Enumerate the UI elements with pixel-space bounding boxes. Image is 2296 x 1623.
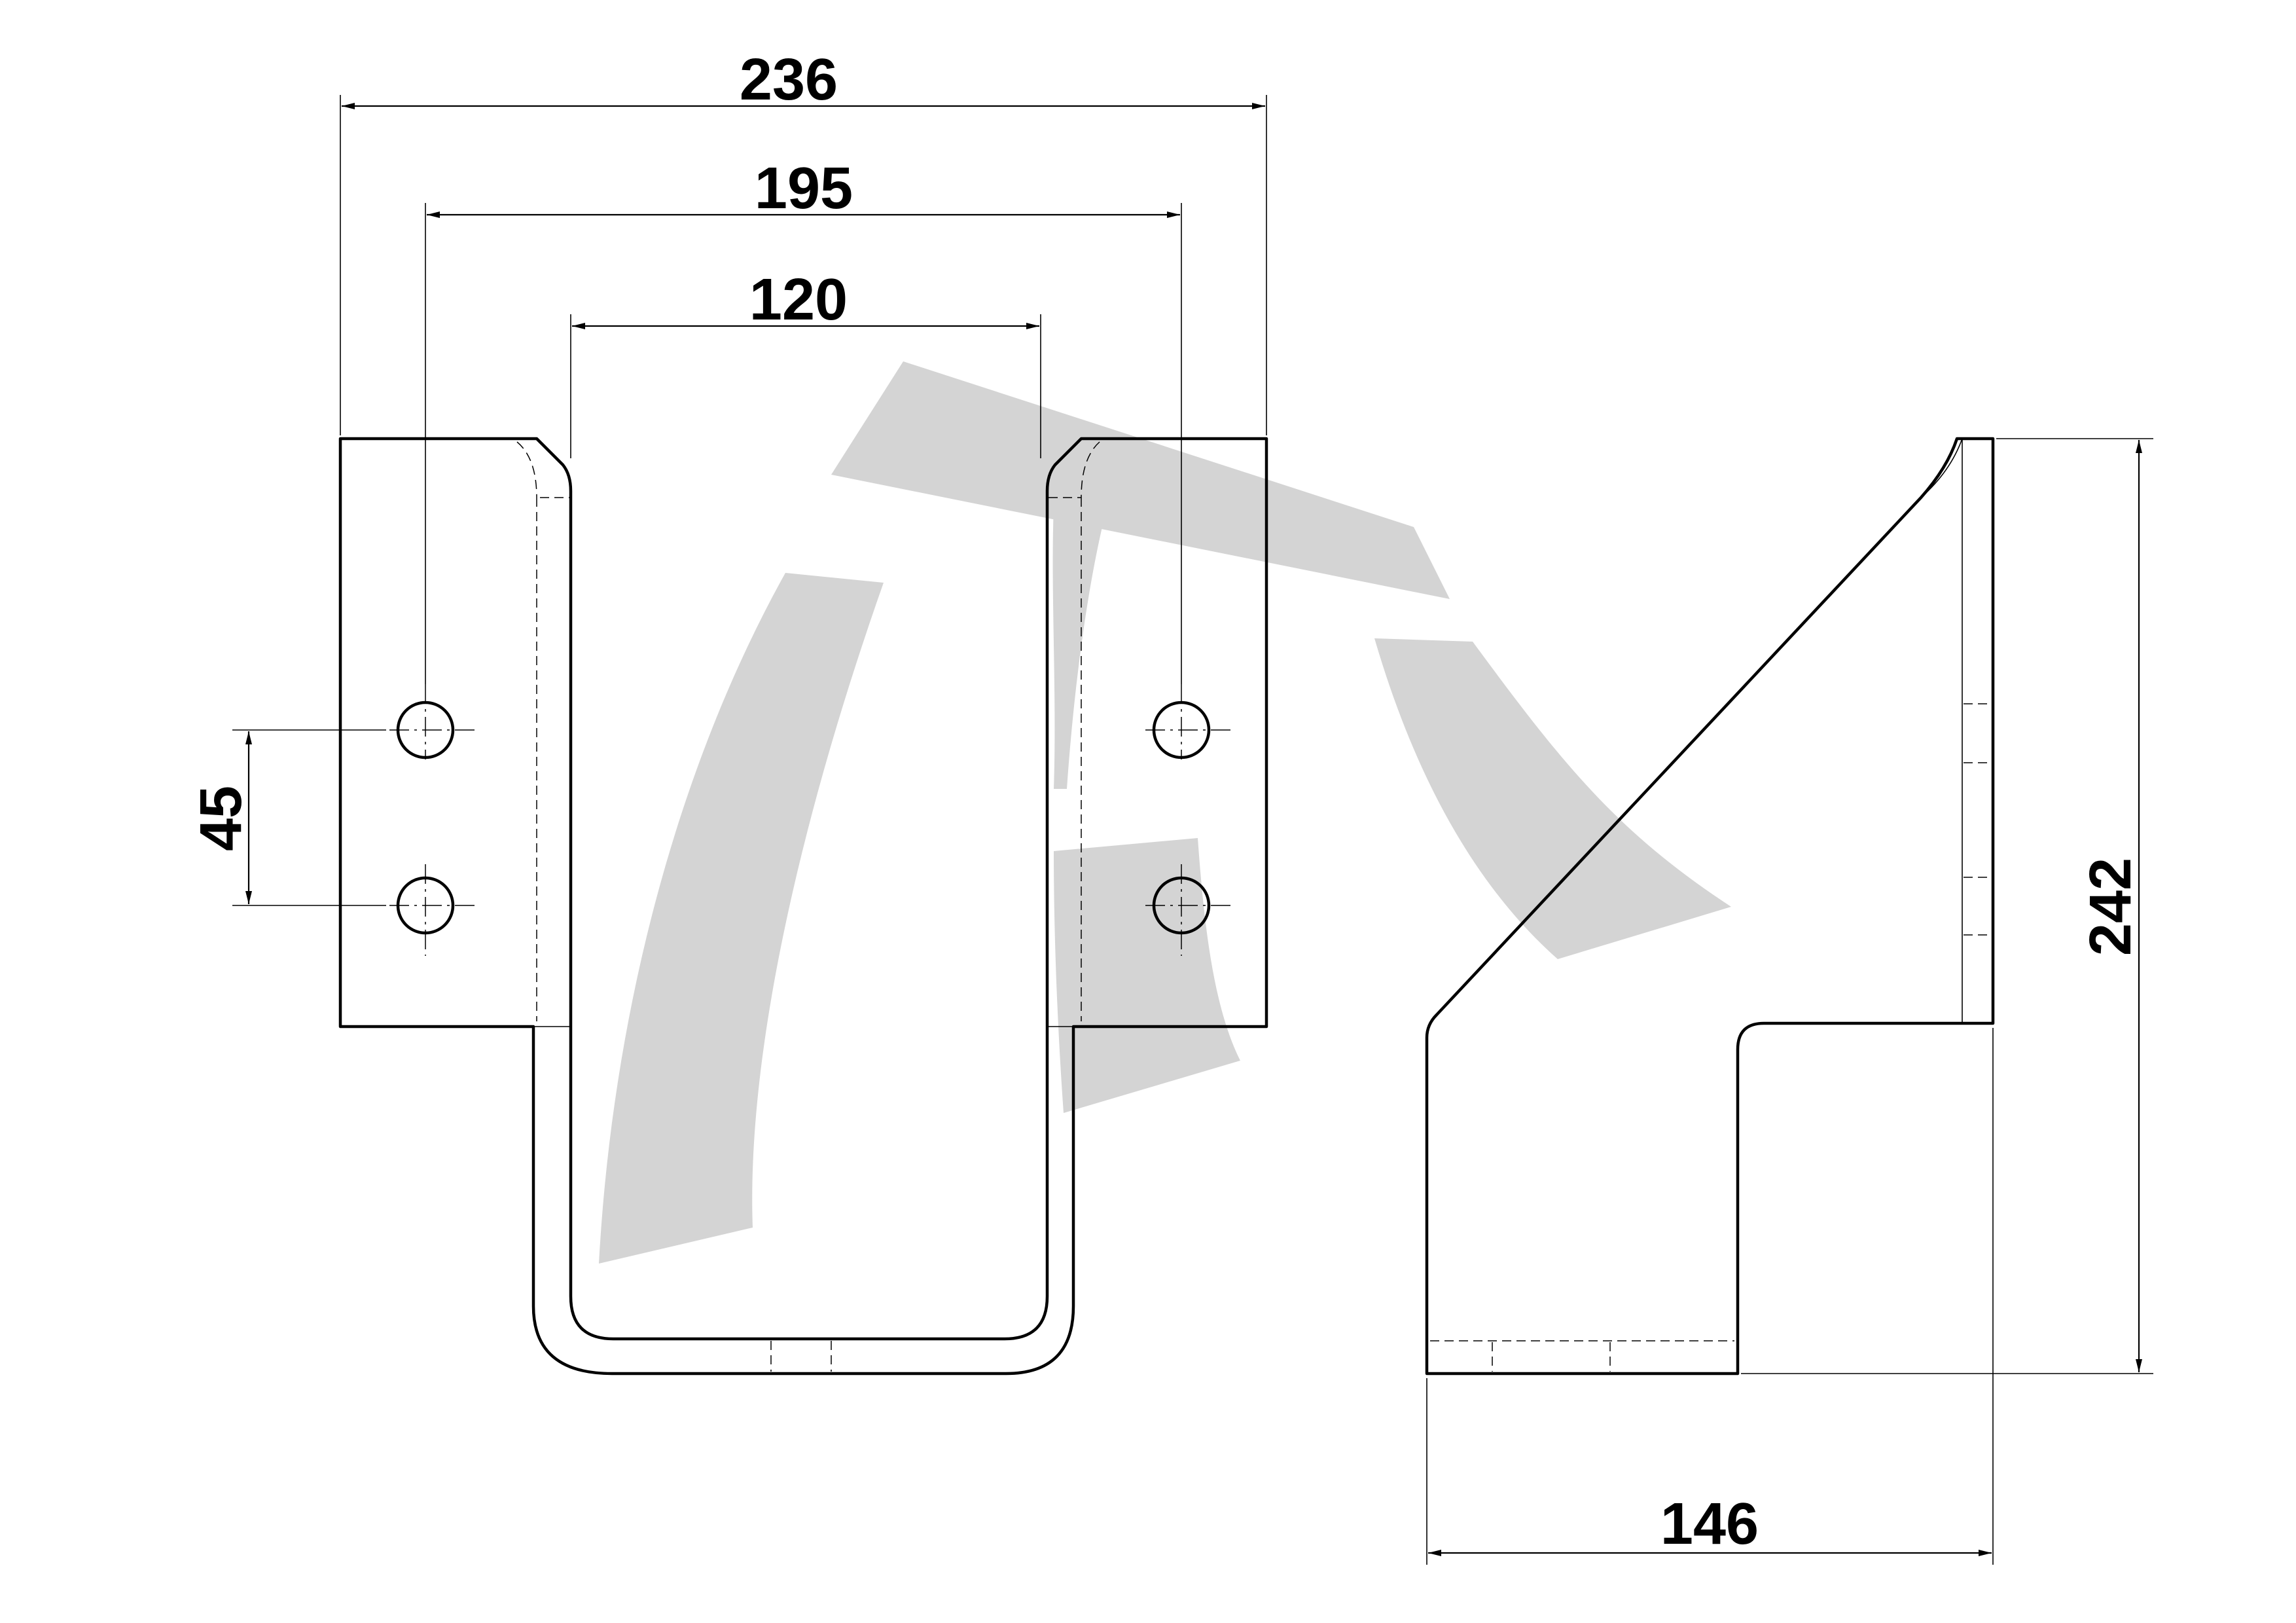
dim-label-195: 195 <box>755 156 853 221</box>
side-view-outline <box>1425 437 1995 1376</box>
dimension-236: 236 <box>340 47 1267 435</box>
watermark-right-stroke <box>1374 638 1731 959</box>
front-view <box>338 437 1268 1376</box>
watermark-left-stroke <box>599 573 884 1264</box>
dim-label-236: 236 <box>740 47 838 113</box>
watermark-logo <box>599 361 1731 1264</box>
dimension-195: 195 <box>425 156 1182 684</box>
front-view-outline <box>338 437 1268 1376</box>
dimension-45: 45 <box>188 729 386 906</box>
side-view <box>1425 437 1995 1376</box>
dimension-242: 242 <box>1741 438 2153 1374</box>
dimension-146: 146 <box>1426 1028 1994 1565</box>
watermark-middle-top <box>1052 505 1106 789</box>
watermark-top-bar <box>831 361 1450 599</box>
dim-label-242: 242 <box>2078 858 2144 956</box>
dim-label-146: 146 <box>1660 1491 1759 1557</box>
watermark-middle-bottom <box>1054 838 1240 1113</box>
dim-label-45: 45 <box>188 786 254 851</box>
dim-label-120: 120 <box>749 267 848 333</box>
dimension-120: 120 <box>570 267 1041 458</box>
